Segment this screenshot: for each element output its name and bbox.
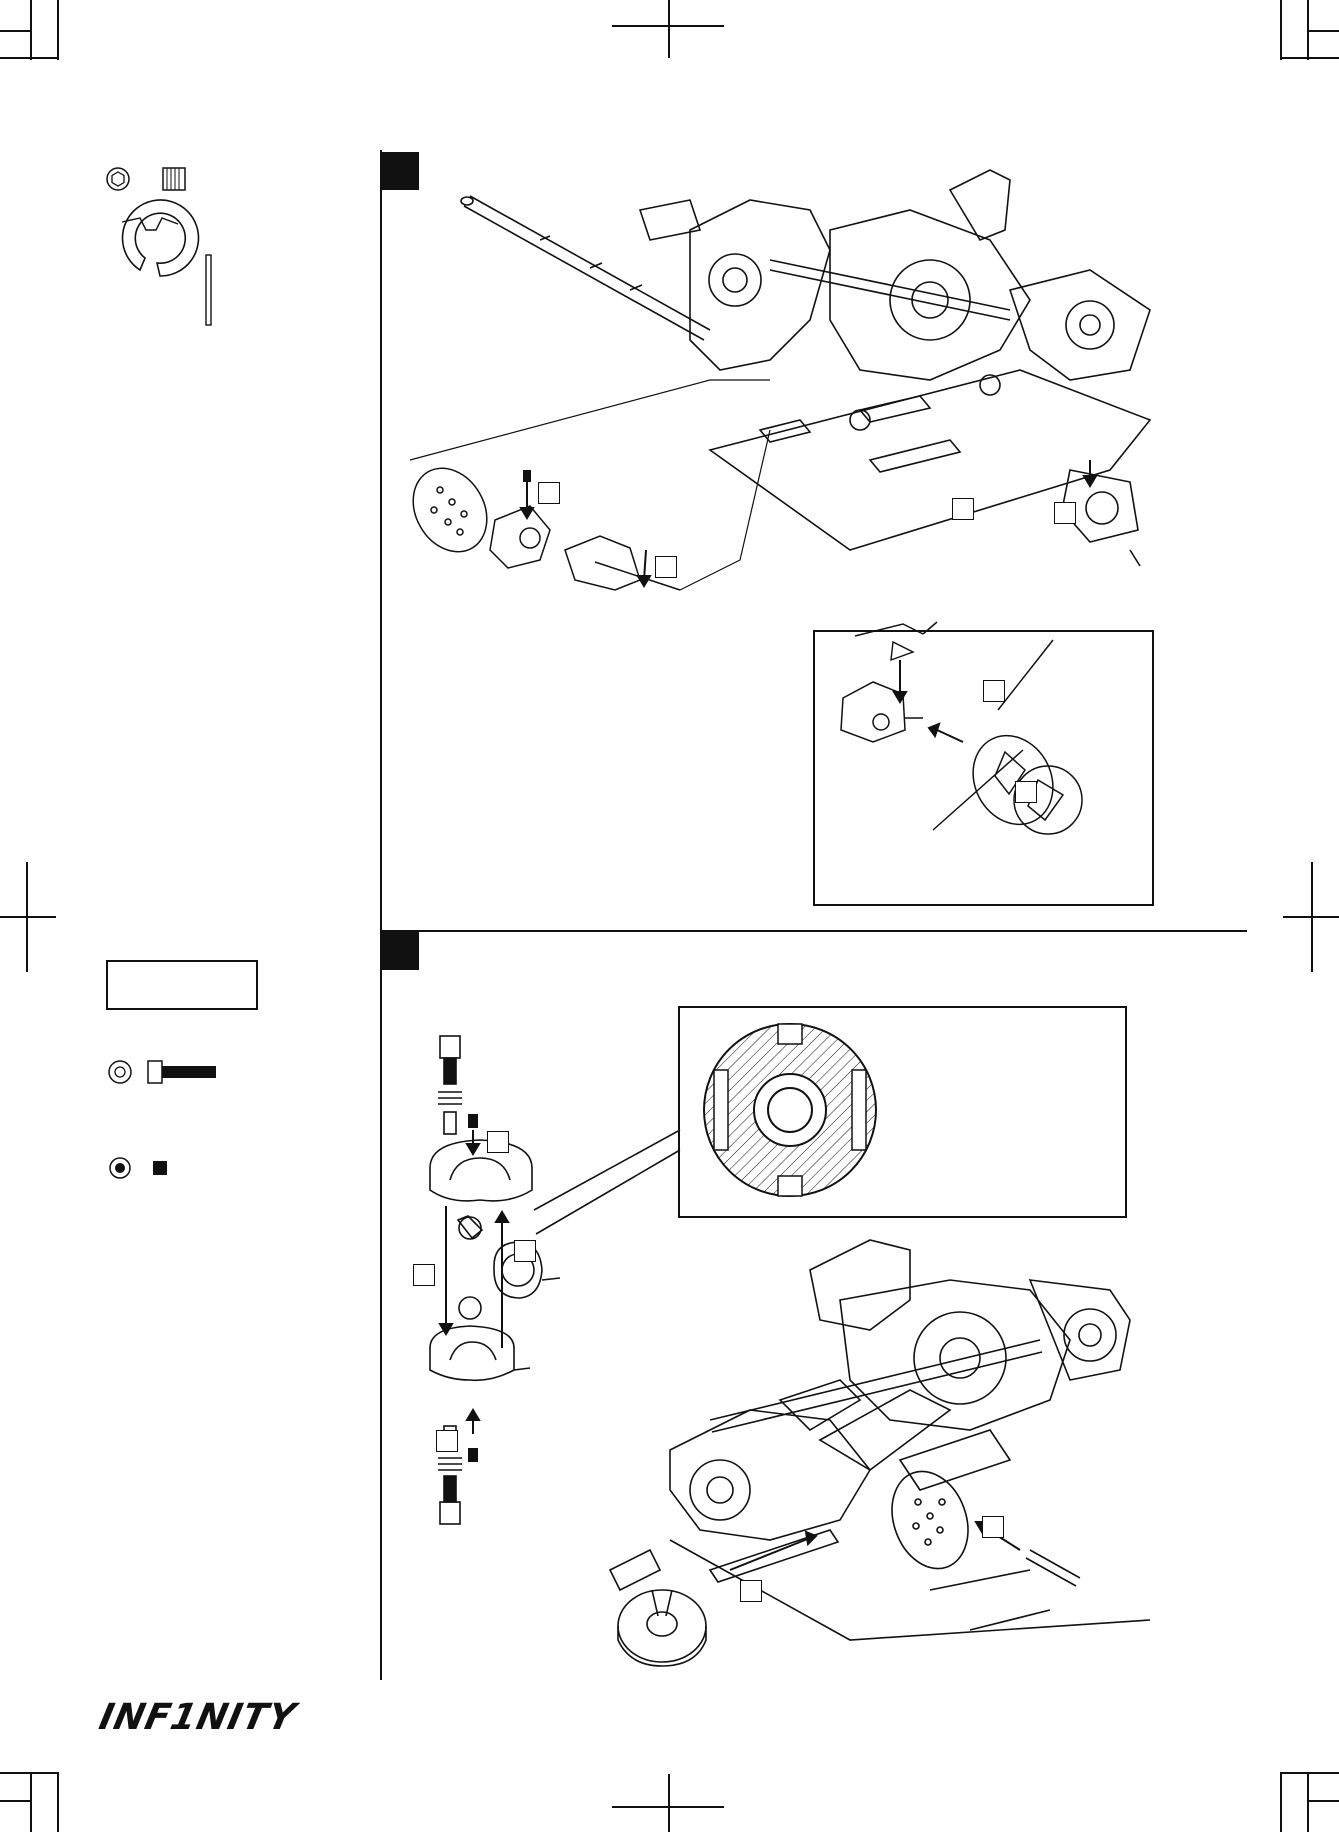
callout-step-lower-3	[413, 1264, 435, 1286]
parts-list-upper	[100, 160, 220, 340]
infinity-logo: INF1NITY	[96, 1697, 300, 1738]
logo-text: INF1NITY	[96, 1697, 300, 1738]
e-clip-icon	[122, 200, 198, 276]
set-screw-side-icon	[163, 168, 185, 190]
upper-assembly-drawing	[390, 170, 1190, 590]
callout-step-lower-5	[982, 1516, 1004, 1538]
set-screw-end-icon	[107, 168, 129, 190]
callout-step-lower-4	[436, 1430, 458, 1452]
callout-step-lower-2	[514, 1240, 536, 1262]
parts-list-lower	[100, 1050, 240, 1180]
callout-step-upper-2	[655, 556, 677, 578]
callout-step-upper-4	[1054, 502, 1076, 524]
cap-screw-side-icon	[148, 1061, 216, 1083]
callout-detail-upper-1	[983, 680, 1005, 702]
left-column-divider	[380, 150, 382, 1680]
callout-step-upper-1	[538, 482, 560, 504]
detail-pulley-drawing	[813, 630, 1150, 902]
grub-screw-side-icon	[153, 1161, 167, 1175]
grub-screw-end-icon	[110, 1158, 130, 1178]
locking-collar-drawing	[610, 1580, 720, 1680]
step-divider	[380, 930, 1247, 932]
step-marker-lower	[381, 932, 419, 970]
parts-bag-label	[106, 960, 258, 1010]
cross-section-drawing	[678, 1006, 1123, 1214]
cap-screw-end-icon	[109, 1061, 131, 1083]
pin-icon	[206, 255, 211, 325]
callout-step-lower-1	[487, 1131, 509, 1153]
callout-detail-upper-2	[1015, 781, 1037, 803]
callout-step-upper-3	[952, 498, 974, 520]
callout-step-lower-6	[740, 1580, 762, 1602]
